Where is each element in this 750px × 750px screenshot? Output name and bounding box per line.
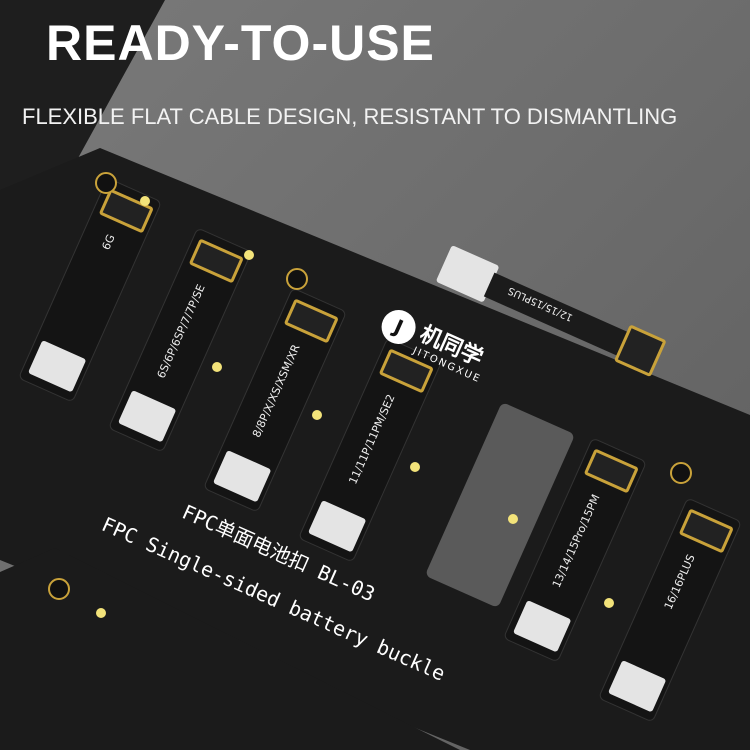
connector-icon (583, 448, 639, 494)
connector-icon (678, 508, 734, 554)
contact-pad (27, 340, 87, 393)
solder-dot (244, 250, 254, 260)
solder-dot (312, 410, 322, 420)
contact-pad (512, 600, 572, 653)
slot-label: 16/16PLUS (661, 552, 698, 612)
contact-pad (212, 450, 272, 503)
solder-dot (604, 598, 614, 608)
subheadline: FLEXIBLE FLAT CABLE DESIGN, RESISTANT TO… (22, 104, 678, 129)
slot-label: 6G (99, 232, 118, 252)
contact-pad (117, 390, 177, 443)
mounting-hole (286, 268, 308, 290)
solder-dot (212, 362, 222, 372)
mounting-hole (670, 462, 692, 484)
solder-dot (508, 514, 518, 524)
contact-pad (307, 500, 367, 553)
solder-dot (140, 196, 150, 206)
mounting-hole (48, 578, 70, 600)
headline: READY-TO-USE (46, 15, 435, 71)
solder-dot (410, 462, 420, 472)
mounting-hole (95, 172, 117, 194)
connector-icon (188, 238, 244, 284)
solder-dot (96, 608, 106, 618)
connector-icon (283, 298, 339, 344)
contact-pad (607, 660, 667, 713)
